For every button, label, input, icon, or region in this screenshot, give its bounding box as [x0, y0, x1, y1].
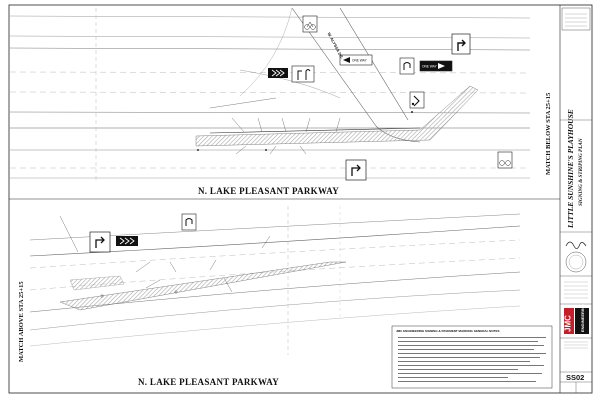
engineer-signature: [565, 241, 587, 249]
project-title: LITTLE SUNSHINE'S PLAYHOUSE: [566, 109, 575, 228]
bottom-panel-roadway: [29, 206, 521, 355]
left-turn-arrow-icon-3: [89, 231, 111, 253]
left-turn-arrow-icon: [451, 33, 471, 55]
top-match-label: MATCH BELOW STA 25+15: [545, 92, 552, 175]
bottom-match-label: MATCH ABOVE STA 25+15: [18, 281, 25, 362]
merge-lane-icon: [291, 65, 315, 83]
chevron-alignment-icon: [268, 68, 288, 78]
one-way-sign-2: ONE WAY: [419, 60, 453, 72]
chevron-alignment-icon-2: [116, 236, 138, 246]
bike-lane-icon: [302, 15, 318, 33]
keep-right-icon: [409, 91, 425, 109]
bottom-panel-title: N. LAKE PLEASANT PARKWAY: [138, 377, 280, 387]
svg-text:ENGINEERING: ENGINEERING: [580, 304, 585, 332]
general-notes-title: JMC ENGINEERING SIGNING & PAVEMENT MARKI…: [396, 329, 500, 333]
engineer-seal: [565, 251, 587, 273]
no-u-turn-icon: [399, 57, 415, 75]
top-panel-title: N. LAKE PLEASANT PARKWAY: [198, 186, 340, 196]
svg-text:ONE WAY: ONE WAY: [422, 65, 438, 69]
bike-lane-icon-2: [497, 151, 513, 169]
left-turn-arrow-icon-2: [345, 159, 367, 181]
one-way-label: ONE WAY: [352, 59, 368, 63]
jmc-logo: [564, 308, 574, 334]
no-u-turn-icon-2: [181, 213, 197, 231]
title-block: JMC ENGINEERING: [560, 7, 592, 393]
sheet-title: SIGNING & STRIPING PLAN: [578, 138, 584, 206]
approval-stamp: [561, 7, 591, 31]
one-way-sign-1: ONE WAY: [339, 54, 373, 66]
sheet-number: SS02: [566, 373, 585, 382]
svg-text:JMC: JMC: [564, 315, 573, 332]
